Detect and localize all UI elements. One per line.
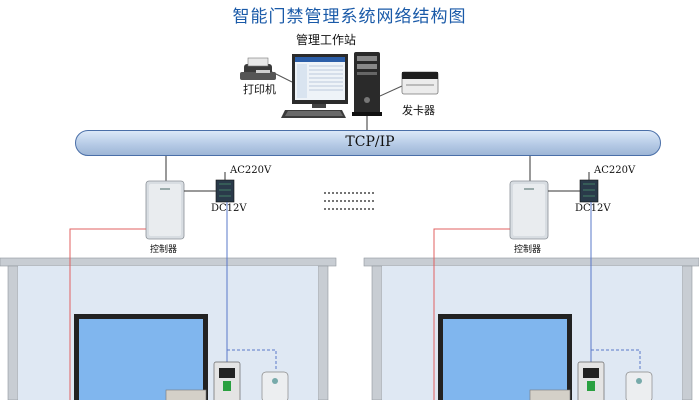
card-reader-left xyxy=(261,371,289,400)
fingerprint-reader-left xyxy=(213,361,241,400)
printer-icon xyxy=(240,57,276,80)
tcpip-backbone xyxy=(75,130,661,156)
card-reader-right xyxy=(625,371,653,400)
left-controller-label: 控制器 xyxy=(150,245,178,255)
left-dc-label: DC12V xyxy=(211,203,247,214)
power-supply-icon-left xyxy=(215,179,235,203)
power-supply-icon-right xyxy=(579,179,599,203)
printer-label: 打印机 xyxy=(243,83,276,96)
left-ac-label: AC220V xyxy=(230,165,272,176)
exit-button-right xyxy=(529,389,571,400)
exit-button-left xyxy=(165,389,207,400)
computer-tower-icon xyxy=(352,52,382,116)
tcpip-label: TCP/IP xyxy=(345,134,395,150)
fingerprint-reader-right xyxy=(577,361,605,400)
workstation-label: 管理工作站 xyxy=(296,33,357,47)
right-ac-label: AC220V xyxy=(594,165,636,176)
door-left xyxy=(74,314,208,400)
right-controller-label: 控制器 xyxy=(514,245,542,255)
controller-icon-left xyxy=(145,180,185,240)
diagram-title: 智能门禁管理系统网络结构图 xyxy=(232,7,467,27)
right-dc-label: DC12V xyxy=(575,203,611,214)
keyboard-icon xyxy=(281,110,346,118)
card-issuer-label: 发卡器 xyxy=(402,104,435,117)
door-right xyxy=(438,314,572,400)
controller-icon-right xyxy=(509,180,549,240)
more-units-ellipsis xyxy=(324,192,374,210)
card-issuer-icon xyxy=(401,71,439,95)
monitor-icon xyxy=(292,54,348,108)
